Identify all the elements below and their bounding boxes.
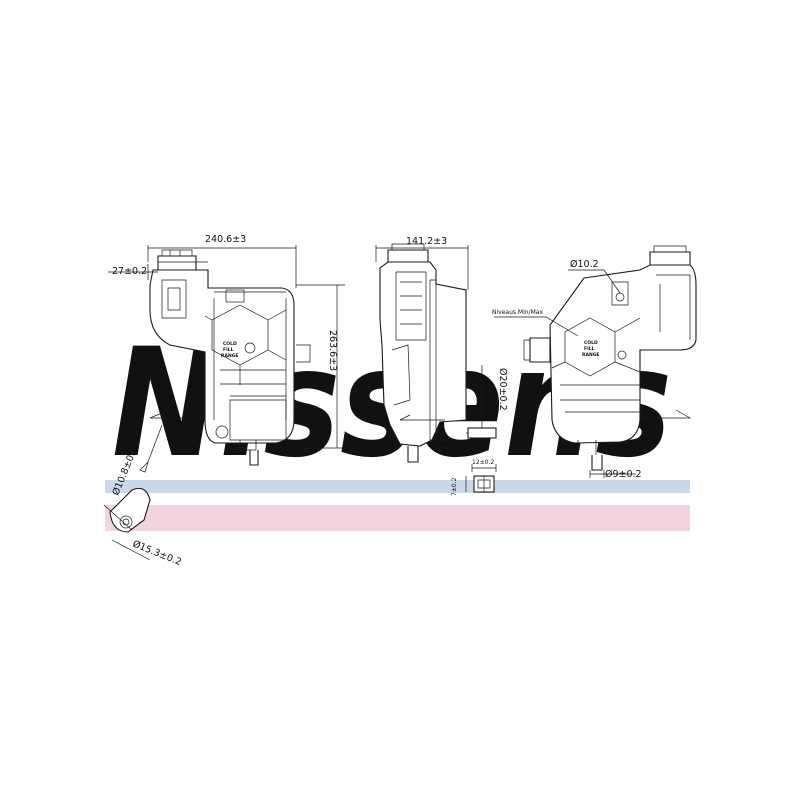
fill-label-rear-3: RANGE bbox=[582, 352, 599, 358]
dim-height-front: 263.6±3 bbox=[296, 284, 345, 449]
dim-hole-rear: Ø10.2 bbox=[568, 259, 621, 294]
dim-outlet-rear: Ø9±0.2 bbox=[589, 469, 642, 480]
side-outlet bbox=[407, 446, 419, 463]
sensor-callout: Niveaus Min/Max bbox=[492, 309, 579, 337]
dim-outlet-rear-label: Ø9±0.2 bbox=[605, 469, 642, 480]
dim-width-side: 141.2±3 bbox=[375, 236, 469, 290]
dim-diameter-side-label: Ø20±0.2 bbox=[497, 368, 508, 411]
dim-width-side-label: 141.2±3 bbox=[406, 236, 447, 247]
dim-width-front-label: 240.6±3 bbox=[205, 234, 246, 245]
side-tank-body bbox=[379, 261, 467, 447]
dim-connector-height-label: 7±0.2 bbox=[451, 477, 458, 496]
dim-connector-width-label: 12±0.2 bbox=[472, 459, 494, 466]
dim-cap-offset-label: 27±0.2 bbox=[112, 266, 147, 277]
dim-hole-rear-label: Ø10.2 bbox=[570, 259, 599, 270]
dim-diameter-side: Ø20±0.2 bbox=[481, 365, 508, 428]
blue-band bbox=[105, 480, 690, 493]
sensor-label: Niveaus Min/Max bbox=[492, 309, 543, 316]
fill-label-front-3: RANGE bbox=[221, 353, 238, 359]
dim-height-front-label: 263.6±3 bbox=[327, 330, 338, 371]
fill-label-rear-2: FILL bbox=[584, 346, 595, 352]
fill-label-rear-1: COLD bbox=[584, 340, 598, 346]
fill-label-front-1: COLD bbox=[223, 341, 237, 347]
front-outlet bbox=[249, 450, 259, 466]
dim-width-front: 240.6±3 bbox=[147, 234, 297, 288]
rear-tank-body bbox=[549, 264, 697, 444]
rear-outlet bbox=[591, 455, 603, 471]
dim-hose-outer-label: Ø15.3±0.2 bbox=[131, 539, 183, 569]
pink-band bbox=[105, 505, 690, 531]
dim-cap-offset: 27±0.2 bbox=[108, 264, 158, 280]
connector-detail: 12±0.2 7±0.2 bbox=[451, 459, 497, 496]
rear-view: COLD FILL RANGE bbox=[523, 245, 697, 471]
fill-label-front-2: FILL bbox=[223, 347, 234, 353]
front-cap bbox=[157, 255, 197, 270]
front-view: COLD FILL RANGE bbox=[149, 249, 311, 466]
